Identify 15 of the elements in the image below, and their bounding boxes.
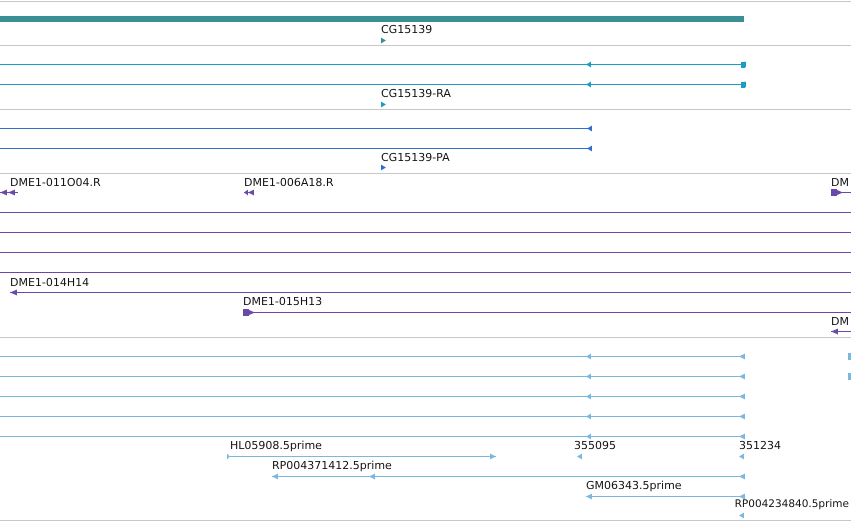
clone-name: DME1-006A18.R — [244, 176, 334, 189]
transcript-name: CG15139-RA — [381, 87, 451, 100]
read-name: GM06343.5prime — [586, 479, 682, 492]
read-name: HL05908.5prime — [230, 439, 322, 452]
transcript-name: CG15139-PA — [381, 151, 450, 164]
read-name: RP004234840.5prime — [734, 498, 849, 511]
gene-name: CG15139 — [381, 23, 432, 36]
coordinate-label: 351234 — [739, 439, 781, 452]
clone-name: DM — [831, 315, 849, 328]
clone-name: DME1-015H13 — [243, 295, 322, 308]
clone-name: DME1-011O04.R — [10, 176, 101, 189]
clone-name: DM — [831, 176, 849, 189]
coordinate-label: 355095 — [574, 439, 616, 452]
clone-name: DME1-014H14 — [10, 276, 90, 289]
read-name: RP004371412.5prime — [272, 459, 392, 472]
